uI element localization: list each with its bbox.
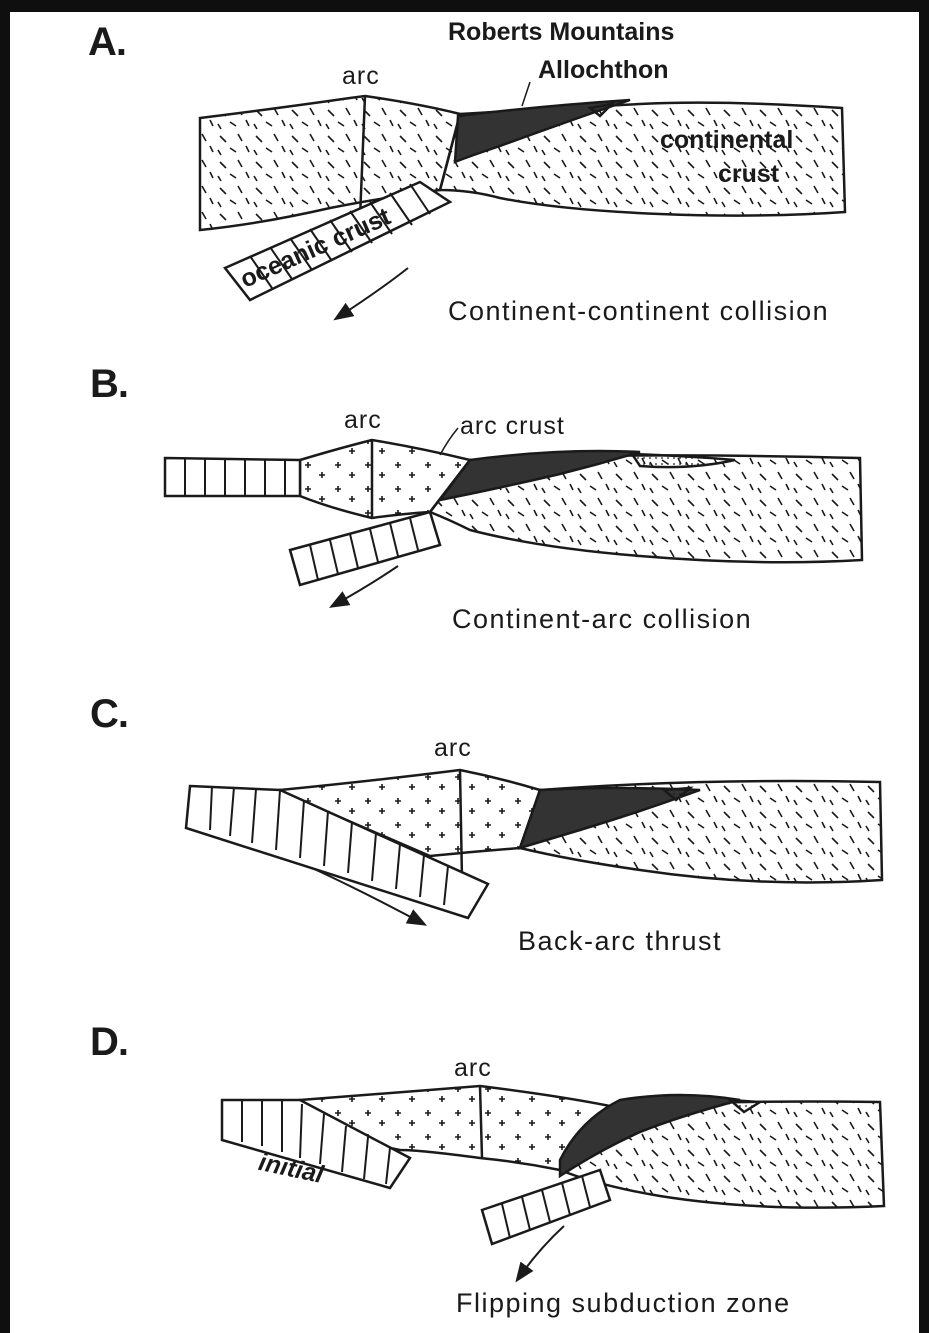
panel-a-letter: A.	[88, 20, 126, 65]
panel-d-letter: D.	[90, 1020, 128, 1065]
panel-a-caption: Continent-continent collision	[448, 296, 829, 327]
panel-d-arc-label: arc	[454, 1054, 492, 1083]
allochthon-leader	[522, 82, 530, 106]
panel-c-diagram	[186, 770, 882, 922]
panel-a-allochthon-label-line2: Allochthon	[538, 56, 669, 85]
panel-c-caption: Back-arc thrust	[518, 926, 722, 957]
panel-a-subduction-arrow	[340, 268, 408, 316]
panel-a-arc-label: arc	[342, 62, 380, 91]
panel-c-letter: C.	[90, 692, 128, 737]
panel-b-arc-label: arc	[344, 406, 382, 435]
panel-d-subduction-arrow	[520, 1226, 564, 1276]
arc-crust-leader	[440, 428, 458, 455]
panel-b-arc-crust-label: arc crust	[460, 412, 565, 441]
panel-a-continental-label-line2: crust	[718, 160, 779, 189]
panel-a-continental-label-line1: continental	[660, 126, 793, 155]
panel-a-allochthon-label-line1: Roberts Mountains	[448, 18, 674, 47]
panel-c-arc-label: arc	[434, 734, 472, 763]
panel-b-diagram	[165, 440, 862, 604]
panel-b-caption: Continent-arc collision	[452, 604, 752, 635]
panel-b-letter: B.	[90, 362, 128, 407]
panel-d-caption: Flipping subduction zone	[456, 1288, 791, 1319]
